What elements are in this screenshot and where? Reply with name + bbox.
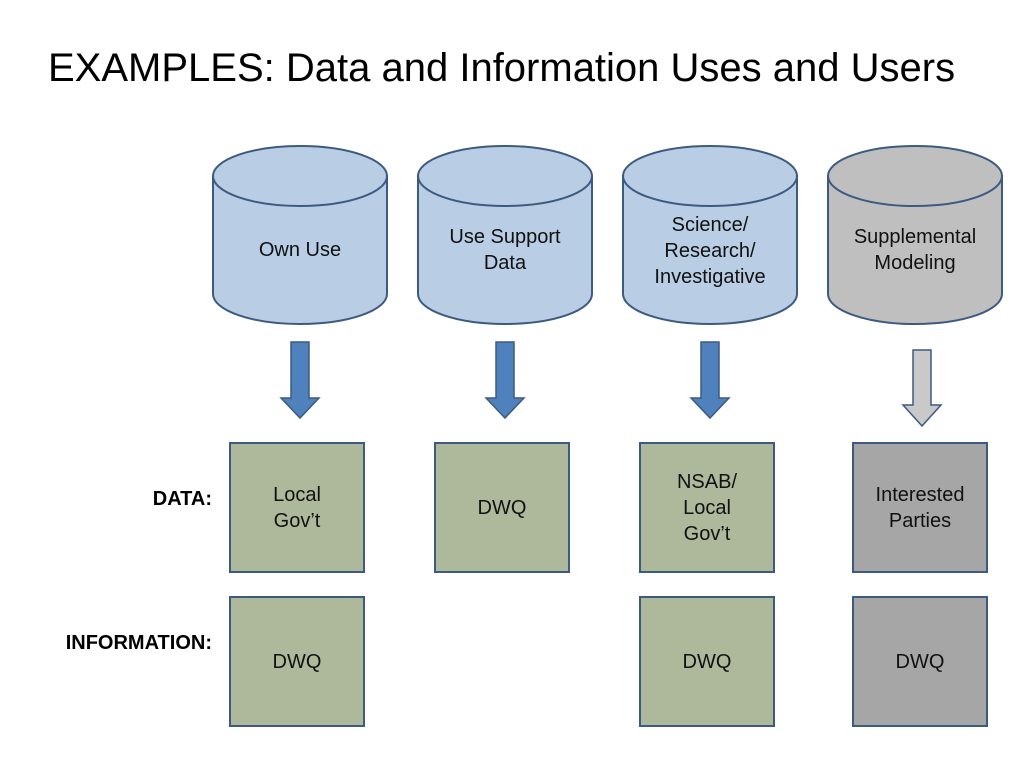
data-box-label-1: Local Gov’t	[273, 483, 321, 532]
cylinder-science-research	[622, 145, 798, 325]
data-box-4	[852, 442, 988, 573]
page-title: EXAMPLES: Data and Information Uses and …	[48, 46, 956, 90]
cylinder-label-own-use: Own Use	[258, 239, 342, 261]
data-box-3	[639, 442, 775, 573]
data-box-label-3: NSAB/ Local Gov’t	[676, 470, 738, 545]
data-box-2	[434, 442, 570, 573]
cylinder-label-science-research: Science/ Research/ Investigative	[654, 214, 766, 288]
cylinder-label-use-support-data: Use Support Data	[449, 226, 561, 274]
cylinder-own-use	[212, 145, 388, 325]
down-arrow-4	[901, 349, 943, 428]
data-box-1	[229, 442, 365, 573]
info-box-label-1: DWQ	[272, 650, 322, 673]
info-box-label-3: DWQ	[682, 650, 732, 673]
info-box-1	[229, 596, 365, 727]
cylinder-label-supplemental-modeling: Supplemental Modeling	[853, 226, 977, 274]
down-arrow-3	[689, 341, 731, 420]
data-box-label-4: Interested Parties	[875, 483, 965, 532]
down-arrow-1	[279, 341, 321, 420]
info-box-3	[639, 596, 775, 727]
info-box-4	[852, 596, 988, 727]
data-box-label-2: DWQ	[477, 496, 527, 519]
down-arrow-2	[484, 341, 526, 420]
info-box-label-4: DWQ	[895, 650, 945, 673]
row-label-information: INFORMATION:	[65, 632, 212, 654]
row-label-data: DATA:	[152, 488, 212, 510]
cylinder-supplemental-modeling	[827, 145, 1003, 325]
cylinder-use-support-data	[417, 145, 593, 325]
